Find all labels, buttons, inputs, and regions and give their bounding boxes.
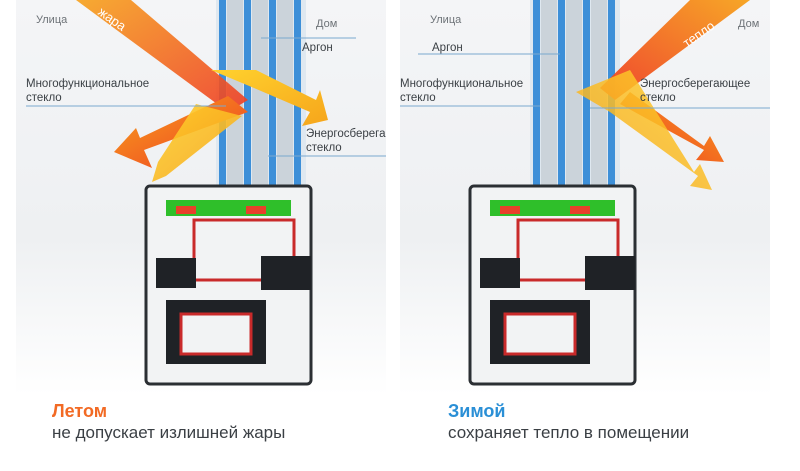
- inside-label: Дом: [738, 18, 760, 30]
- multifunction-label-line2: стекло: [400, 92, 436, 104]
- multifunction-label-line2: стекло: [26, 92, 62, 104]
- multifunction-label-line1: Многофункциональное: [400, 78, 524, 90]
- winter-window-diagram: [400, 0, 770, 386]
- winter-caption-subtitle: сохраняет тепло в помещении: [448, 423, 690, 442]
- argon-label: Аргон: [302, 42, 333, 54]
- energy-label-line1: Энергосберегающее: [640, 78, 751, 90]
- summer-caption: Летом не допускает излишней жары: [52, 400, 285, 444]
- winter-caption: Зимой сохраняет тепло в помещении: [448, 400, 689, 444]
- argon-label: Аргон: [432, 42, 463, 54]
- energy-label-line1: Энергосберегающее: [306, 128, 386, 140]
- summer-window-diagram: [26, 0, 386, 386]
- energy-label-line2: стекло: [306, 142, 342, 154]
- warmth-arrow: [576, 0, 750, 190]
- heat-arrow-yellow: [152, 70, 328, 182]
- outside-label: Улица: [430, 14, 462, 26]
- heat-arrow-incoming: [76, 0, 248, 112]
- frame-profile: [144, 184, 313, 386]
- multifunction-label-line1: Многофункциональное: [26, 78, 150, 90]
- energy-label-line2: стекло: [640, 92, 676, 104]
- frame-profile: [468, 184, 637, 386]
- summer-panel: Улица Дом жара Аргон Многофункциональное…: [16, 0, 386, 395]
- winter-caption-title: Зимой: [448, 401, 506, 421]
- summer-caption-title: Летом: [52, 401, 108, 421]
- summer-caption-subtitle: не допускает излишней жары: [52, 423, 286, 442]
- outside-label: Улица: [36, 14, 68, 26]
- winter-panel: Улица Дом тепло Аргон Многофункционально…: [400, 0, 770, 395]
- inside-label: Дом: [316, 18, 338, 30]
